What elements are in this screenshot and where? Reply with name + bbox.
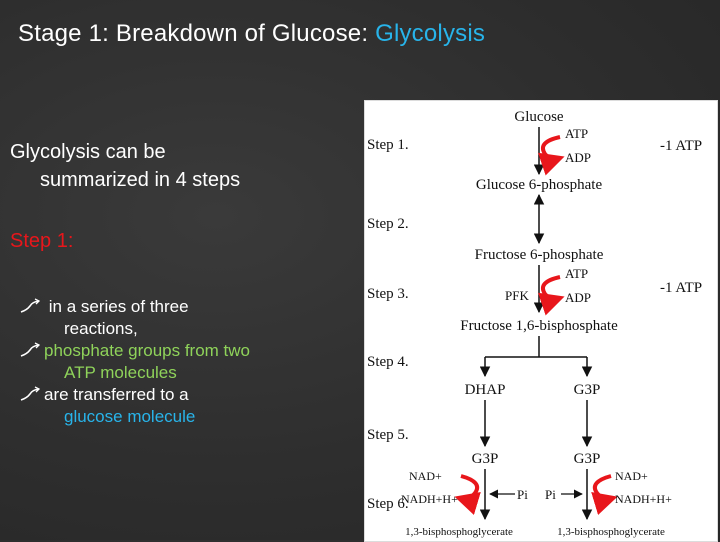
glucose-label: Glucose [514, 109, 563, 125]
bullet-3-line-2: glucose molecule [64, 407, 196, 426]
nad-left-label: NAD+ [409, 469, 442, 483]
step-label-1: Step 1. [367, 137, 409, 153]
f6p-label: Fructose 6-phosphate [475, 247, 604, 263]
title-accent: Glycolysis [375, 20, 486, 47]
atp-cost-2: -1 ATP [660, 280, 702, 296]
atp-label-2: ATP [565, 266, 588, 281]
pfk-label: PFK [505, 288, 529, 303]
nad-right-label: NAD+ [615, 469, 648, 483]
bullet-icon [20, 386, 41, 401]
step-label-2: Step 2. [367, 216, 409, 232]
nadh-left-label: NADH+H+ [401, 492, 458, 506]
f16bp-label: Fructose 1,6-bisphosphate [460, 318, 618, 334]
bullet-item-1: in a series of three reactions, [20, 296, 344, 340]
pi-right-label: Pi [545, 487, 556, 502]
nad-reduction-arrow-left [454, 474, 481, 516]
step-label-4: Step 4. [367, 354, 409, 370]
g3p-right-label: G3P [574, 382, 601, 398]
nadh-right-label: NADH+H+ [615, 492, 672, 506]
step-label-6: Step 6. [367, 496, 409, 512]
step-label-5: Step 5. [367, 427, 409, 443]
bullet-1-line-2: reactions, [64, 319, 138, 338]
bullet-icon [20, 298, 41, 313]
intro-line-1: Glycolysis can be [10, 141, 166, 163]
bpg-left-label: 1,3-bisphosphoglycerate [405, 526, 513, 538]
atp-label-1: ATP [565, 126, 588, 141]
adp-label-2: ADP [565, 290, 591, 305]
slide-title: Stage 1: Breakdown of Glucose: Glycolysi… [18, 20, 485, 48]
pi-left-label: Pi [517, 487, 528, 502]
bullet-2-line-2: ATP molecules [64, 363, 177, 382]
bullet-2-line-1: phosphate groups from two [44, 341, 251, 360]
title-prefix: Stage 1: Breakdown of Glucose: [18, 20, 376, 47]
bullet-item-3: are transferred to a glucose molecule [20, 384, 344, 428]
g6p-label: Glucose 6-phosphate [476, 177, 603, 193]
step-1-label: Step 1: [10, 230, 74, 252]
g3p-left-label: G3P [472, 451, 499, 467]
atp-consumption-arrow-1 [537, 135, 565, 176]
bullet-icon [20, 342, 41, 357]
adp-label-1: ADP [565, 150, 591, 165]
bullet-3-line-1: are transferred to a [44, 385, 189, 404]
intro-line-2: summarized in 4 steps [40, 169, 241, 191]
bullet-1-line-1: in a series of three [48, 297, 189, 316]
g3p-right-2-label: G3P [574, 451, 601, 467]
dhap-label: DHAP [465, 382, 506, 398]
intro-text: Glycolysis can be summarized in 4 steps [10, 138, 350, 194]
bullet-list: in a series of three reactions, phosphat… [20, 296, 344, 428]
step-label-3: Step 3. [367, 286, 409, 302]
glycolysis-diagram-svg: Step 1. Step 2. Step 3. Step 4. Step 5. … [367, 109, 702, 538]
bpg-right-label: 1,3-bisphosphoglycerate [557, 526, 665, 538]
bullet-item-2: phosphate groups from two ATP molecules [20, 340, 344, 384]
atp-cost-1: -1 ATP [660, 138, 702, 154]
atp-consumption-arrow-2 [537, 275, 565, 316]
nad-reduction-arrow-right [591, 474, 618, 516]
glycolysis-diagram: Step 1. Step 2. Step 3. Step 4. Step 5. … [364, 100, 718, 542]
